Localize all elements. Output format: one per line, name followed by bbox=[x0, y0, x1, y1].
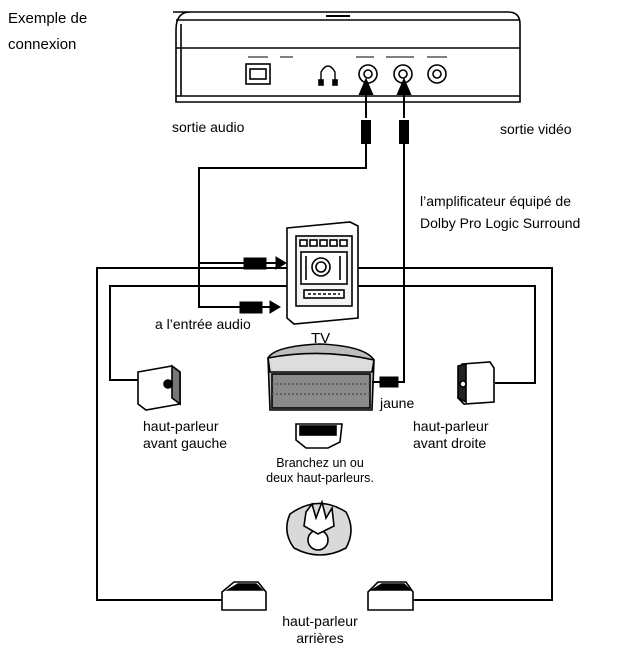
connection-example-line1: Exemple de bbox=[8, 10, 88, 27]
front-left-line2: avant gauche bbox=[143, 434, 228, 451]
tv-label: TV bbox=[311, 330, 331, 347]
center-note-line2: deux haut-parleurs. bbox=[266, 471, 374, 485]
amplifier-label-line1: l’amplificateur équipé de bbox=[420, 193, 571, 209]
front-left-line1: haut-parleur bbox=[143, 418, 219, 434]
front-right-speaker-label: haut-parleur avant droite bbox=[413, 418, 489, 452]
front-right-line2: avant droite bbox=[413, 434, 487, 451]
rear-speakers-label: haut-parleur arrières bbox=[270, 613, 370, 647]
center-note-label: Branchez un ou deux haut-parleurs. bbox=[258, 456, 382, 486]
listener-icon bbox=[286, 499, 352, 556]
rear-speakers-line2: arrières bbox=[296, 629, 344, 646]
audio-input-label: a l’entrée audio bbox=[155, 316, 251, 332]
yellow-label: jaune bbox=[380, 395, 415, 411]
center-speaker bbox=[295, 423, 343, 449]
amplifier-label: l’amplificateur équipé de Dolby Pro Logi… bbox=[420, 193, 580, 232]
dvd-player bbox=[173, 11, 521, 103]
rear-speakers-line1: haut-parleur bbox=[282, 613, 358, 629]
amplifier-label-line2: Dolby Pro Logic Surround bbox=[420, 214, 581, 231]
rear-right-speaker bbox=[367, 581, 414, 611]
video-output-label: sortie vidéo bbox=[500, 121, 572, 137]
video-plug bbox=[372, 376, 399, 388]
connection-example-line2: connexion bbox=[8, 36, 77, 53]
front-right-speaker bbox=[457, 361, 495, 405]
rear-left-speaker bbox=[221, 581, 267, 611]
front-left-speaker bbox=[137, 364, 181, 411]
connection-example-label: Exemple de connexion bbox=[8, 10, 87, 54]
player-plugs bbox=[358, 77, 412, 144]
audio-input-plugs bbox=[239, 256, 287, 314]
center-note-line1: Branchez un ou bbox=[276, 456, 364, 470]
tv bbox=[267, 343, 375, 411]
audio-output-label: sortie audio bbox=[172, 119, 245, 135]
front-right-line1: haut-parleur bbox=[413, 418, 489, 434]
front-left-speaker-label: haut-parleur avant gauche bbox=[143, 418, 227, 452]
amplifier bbox=[286, 221, 359, 325]
